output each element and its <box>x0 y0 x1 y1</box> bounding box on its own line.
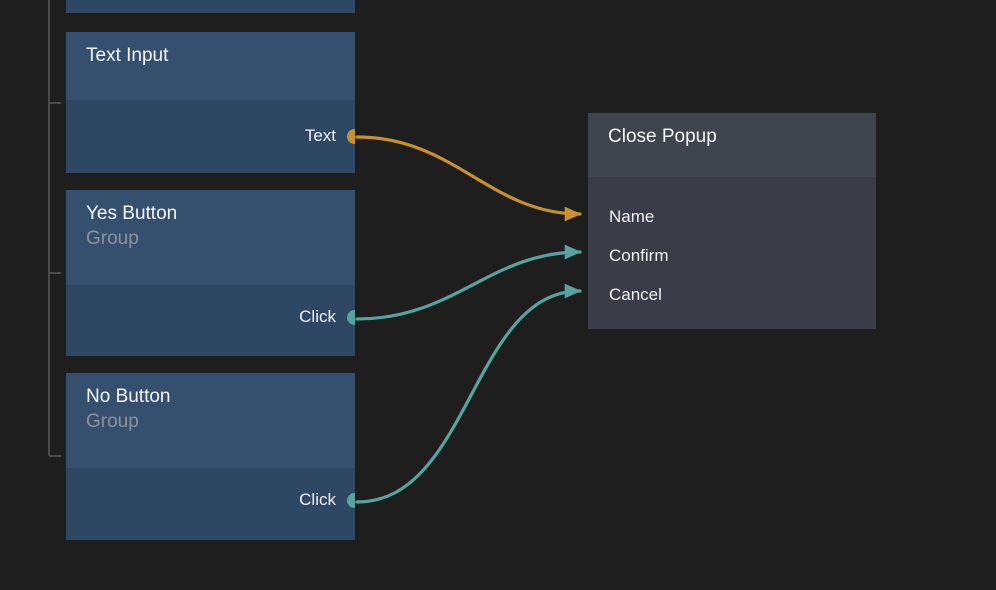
edge-noclick-to-cancel[interactable] <box>355 283 582 504</box>
edge-text-to-name[interactable] <box>355 135 582 222</box>
node-yes-button[interactable]: Yes Button Group Click <box>66 190 355 356</box>
port-label: Name <box>609 207 655 226</box>
output-port-click[interactable]: Click <box>299 307 355 327</box>
input-port-confirm[interactable]: Confirm <box>588 246 669 266</box>
port-dot-icon[interactable] <box>347 309 355 325</box>
edge-yesclick-to-confirm[interactable] <box>355 244 582 321</box>
node-body: Click <box>66 285 355 356</box>
node-close-popup[interactable]: Close Popup Name Confirm Cancel <box>588 113 876 329</box>
node-text-input[interactable]: Text Input Text <box>66 32 355 173</box>
node-title: Close Popup <box>608 126 717 147</box>
port-label: Cancel <box>609 285 662 304</box>
input-port-cancel[interactable]: Cancel <box>588 285 662 305</box>
node-title: Text Input <box>86 45 169 66</box>
input-port-name[interactable]: Name <box>588 207 654 227</box>
port-label: Confirm <box>609 246 669 265</box>
port-dot-icon[interactable] <box>347 128 355 144</box>
port-label: Text <box>304 126 336 145</box>
port-label: Click <box>299 307 336 326</box>
node-header: Yes Button Group <box>66 190 355 285</box>
node-header: Close Popup <box>588 113 876 177</box>
node-body: Text <box>66 100 355 173</box>
node-subtitle: Group <box>86 228 139 249</box>
node-title: No Button <box>86 386 171 407</box>
node-clipped-fragment[interactable] <box>66 0 355 13</box>
node-body: Name Confirm Cancel <box>588 177 876 329</box>
node-header: Text Input <box>66 32 355 100</box>
node-body: Click <box>66 468 355 540</box>
node-no-button[interactable]: No Button Group Click <box>66 373 355 540</box>
output-port-text[interactable]: Text <box>305 126 355 146</box>
output-port-click[interactable]: Click <box>299 490 355 510</box>
node-subtitle: Group <box>86 411 139 432</box>
node-title: Yes Button <box>86 203 178 224</box>
node-header: No Button Group <box>66 373 355 468</box>
port-dot-icon[interactable] <box>347 492 355 508</box>
port-label: Click <box>299 490 336 509</box>
